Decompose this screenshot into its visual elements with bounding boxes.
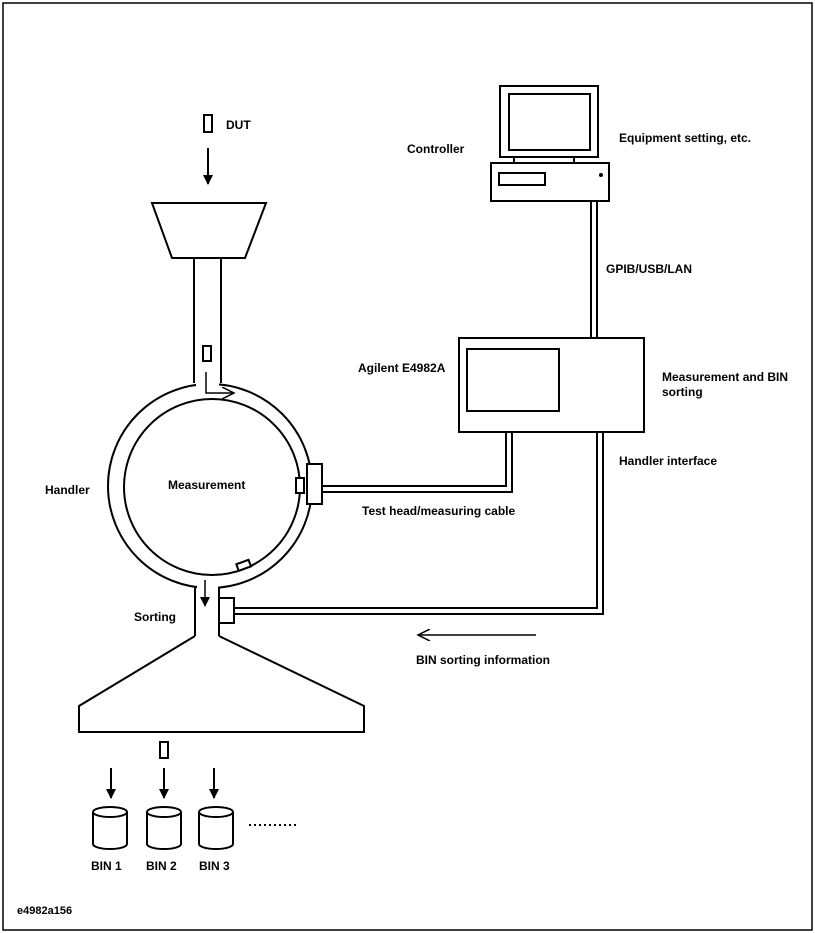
bin3-label: BIN 3	[199, 859, 230, 873]
sorting-label: Sorting	[134, 610, 176, 624]
bin1-container	[92, 806, 128, 850]
bin2-container	[146, 806, 182, 850]
dut-in-feed-icon	[202, 345, 212, 362]
handler-interface-cable	[234, 430, 598, 609]
handler-interface-box	[218, 597, 235, 624]
instrument-screen	[466, 348, 560, 412]
measurement-label: Measurement	[168, 478, 245, 492]
dut-component-icon	[203, 114, 213, 133]
test-head-label: Test head/measuring cable	[362, 504, 515, 518]
gpib-usb-lan-label: GPIB/USB/LAN	[606, 262, 692, 276]
test-head-cable	[322, 430, 507, 487]
dut-label: DUT	[226, 118, 251, 132]
measurement-bin-label-line2: sorting	[662, 385, 703, 399]
bin2-label: BIN 2	[146, 859, 177, 873]
handler-interface-label: Handler interface	[619, 454, 717, 468]
equipment-setting-label: Equipment setting, etc.	[619, 131, 751, 145]
test-head-box	[306, 463, 323, 505]
handler-label: Handler	[45, 483, 90, 497]
agilent-e4982a-label: Agilent E4982A	[358, 361, 446, 375]
dut-at-measurement-icon	[295, 477, 305, 494]
controller-label: Controller	[407, 142, 465, 156]
controller-computer-icon	[490, 85, 610, 202]
bin3-container	[198, 806, 234, 850]
dut-sorted-icon	[159, 741, 169, 759]
feed-direction-arrow	[205, 372, 234, 393]
hopper-funnel	[150, 202, 268, 259]
measurement-bin-label-line1: Measurement and BIN	[662, 370, 788, 384]
bin-sorting-info-label: BIN sorting information	[416, 653, 550, 667]
figure-id-label: e4982a156	[17, 905, 72, 917]
bin1-label: BIN 1	[91, 859, 122, 873]
dut-in-ring-icon	[235, 558, 253, 573]
